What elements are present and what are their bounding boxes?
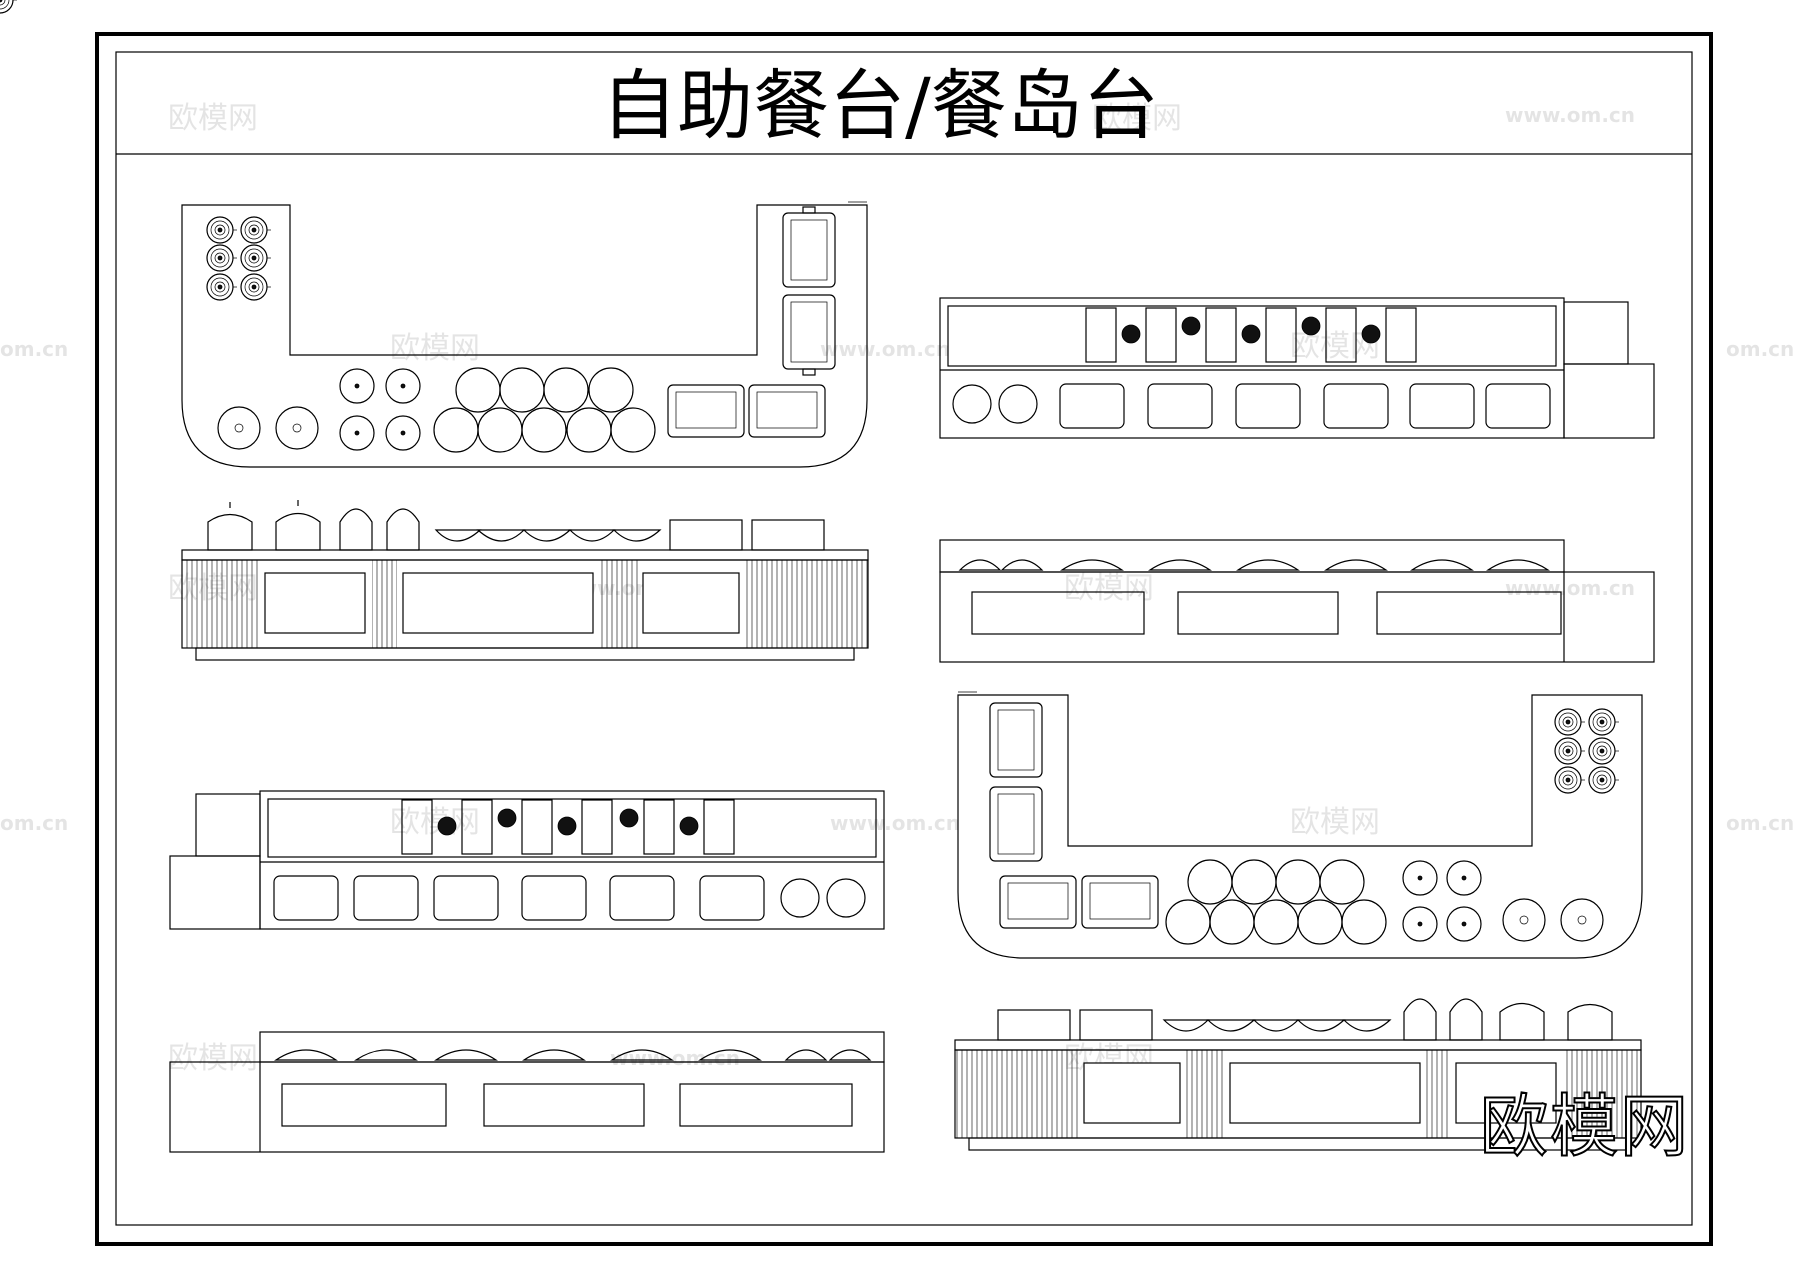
items-on-counter [997, 998, 1613, 1041]
watermark-url: om.cn [0, 811, 68, 835]
u-shaped-buffet-plan-right [957, 691, 1643, 959]
linear-buffet-elevation-right [939, 539, 1655, 663]
chafing-dish-horizontal [999, 875, 1159, 929]
chafing-dish-vertical [782, 206, 836, 376]
induction-burner-grid [0, 0, 272, 301]
linear-buffet-plan-left [169, 790, 885, 930]
counter-outline [181, 204, 868, 468]
watermark-url: www.om.cn [1505, 103, 1635, 127]
display-racks [401, 799, 735, 855]
watermark-url: om.cn [1726, 337, 1794, 361]
watermark-text: 欧模网 [1064, 571, 1154, 606]
linear-buffet-plan-right [939, 297, 1655, 439]
watermark-text: 欧模网 [168, 1041, 258, 1076]
buffet-counter-elevation-left [181, 500, 869, 661]
watermark-url: www.om.cn [830, 811, 960, 835]
inner-frame [115, 51, 1693, 1226]
food-bowls-plan [1165, 859, 1387, 945]
counter-outline [957, 694, 1643, 959]
watermark-url: om.cn [1726, 811, 1794, 835]
chafing-dishes-row [952, 383, 1551, 429]
pots-on-counter [207, 500, 825, 551]
display-racks [1085, 307, 1417, 363]
buffet-counter-elevation-right [954, 998, 1642, 1151]
vertical-slat-panel [182, 560, 868, 648]
u-shaped-buffet-plan-left [0, 0, 868, 468]
food-bowls-plan [433, 367, 656, 453]
watermark-url: www.om.cn [1505, 576, 1635, 600]
linear-buffet-elevation-left [169, 1031, 885, 1153]
watermark-url: www.om.cn [820, 337, 950, 361]
watermark-text: 欧模网 [1290, 805, 1380, 840]
soup-pots-plan [217, 406, 319, 450]
domed-covers-plan [339, 368, 421, 451]
soup-pots-plan [1502, 898, 1604, 942]
chafing-dish-vertical [989, 702, 1043, 862]
watermark-text: 欧模网 [390, 805, 480, 840]
chafing-dishes-row [273, 875, 866, 921]
watermark-text: 欧模网 [1092, 101, 1182, 136]
page-title: 自助餐台/餐岛台 [601, 61, 1159, 150]
watermark-url: www.om.cn [610, 1046, 740, 1070]
watermark-text: 欧模网 [168, 101, 258, 136]
cloches-on-counter [958, 559, 1550, 571]
induction-burner-grid [1554, 708, 1620, 794]
watermark-url: om.cn [0, 337, 68, 361]
cloches-on-counter [274, 1049, 872, 1061]
watermark-text: 欧模网 [390, 331, 480, 366]
brand-watermark: 欧模网 [1480, 1088, 1690, 1167]
outer-frame [95, 32, 1713, 1246]
chafing-dish-horizontal [667, 384, 826, 438]
domed-covers-plan [1402, 860, 1482, 942]
